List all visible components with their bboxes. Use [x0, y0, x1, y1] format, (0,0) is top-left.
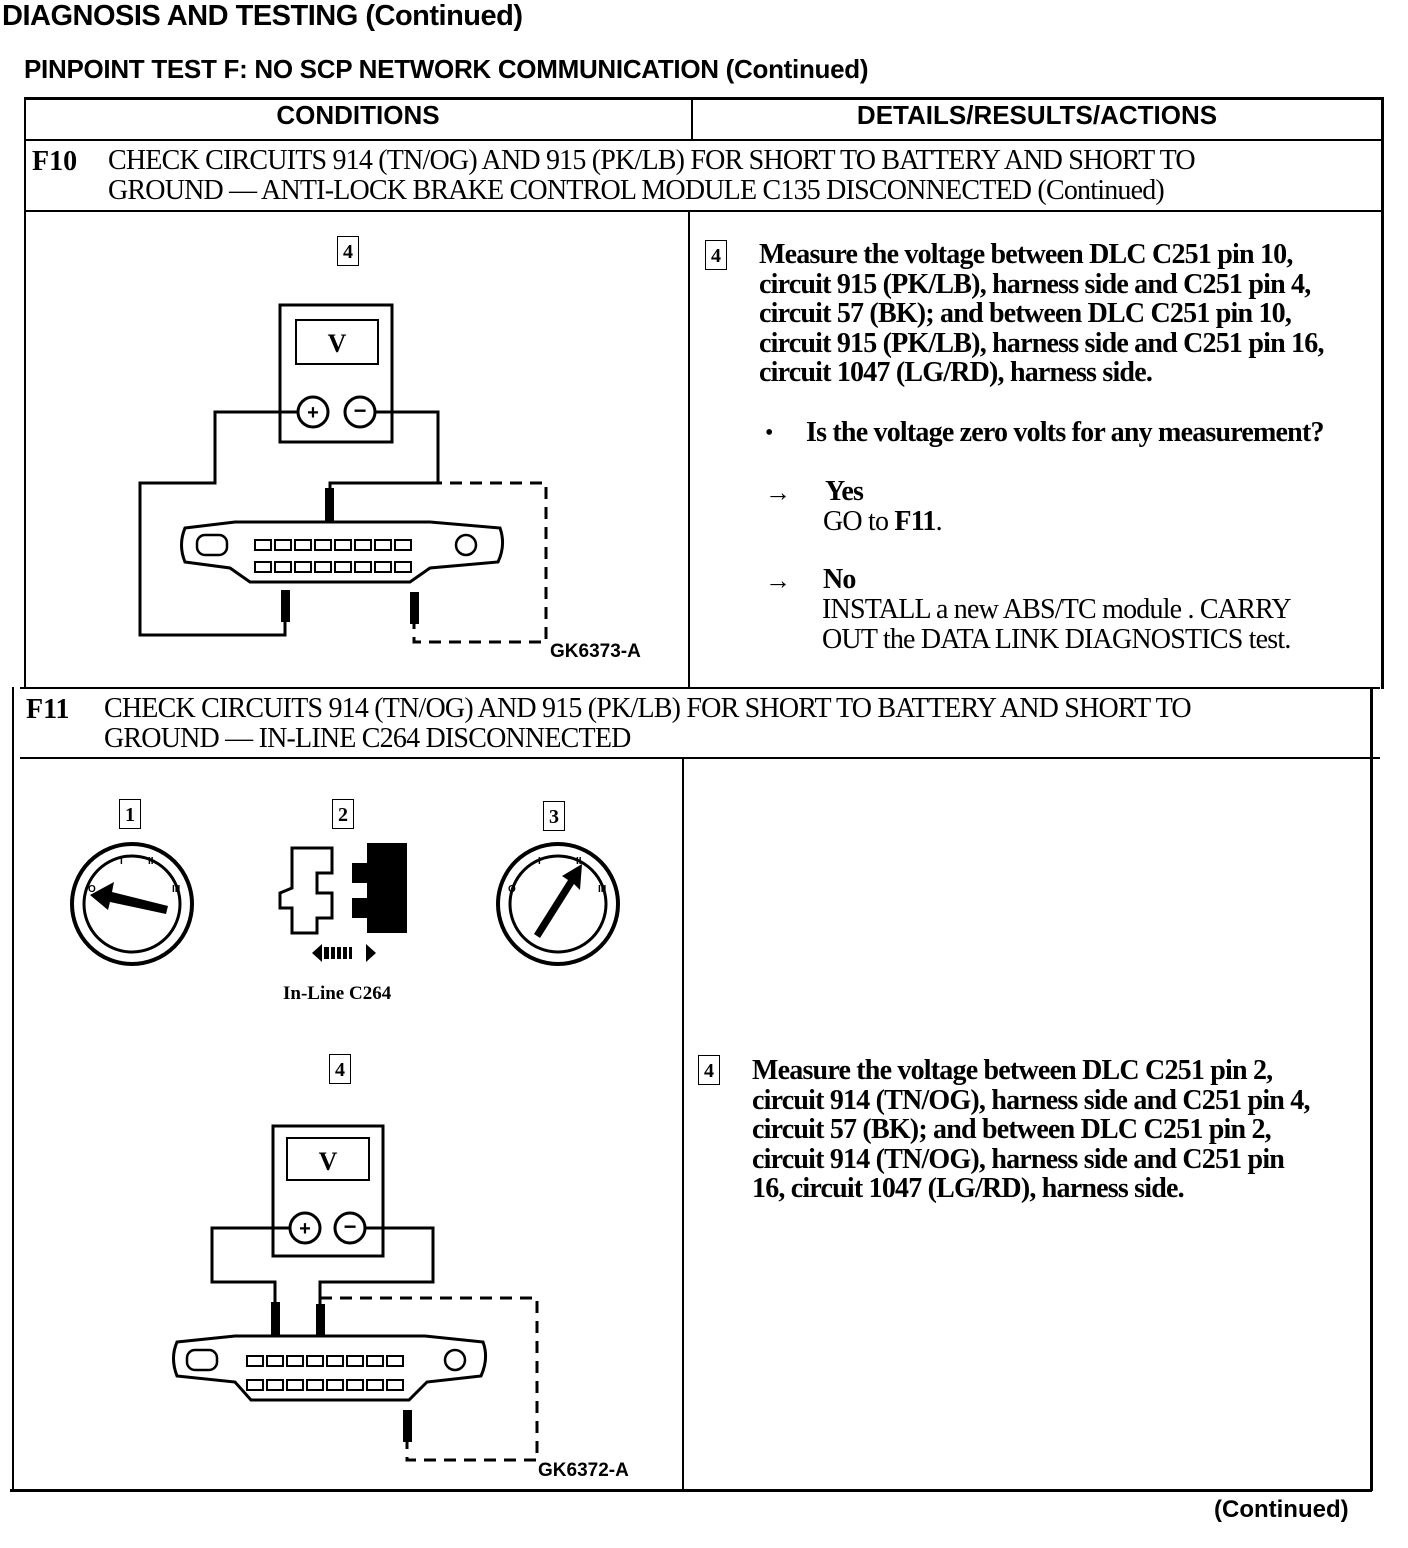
column-divider-f11 [682, 757, 684, 1491]
column-divider-f10 [688, 210, 690, 689]
f10-instruction: Measure the voltage between DLC C251 pin… [759, 240, 1324, 388]
voltmeter-display-label: V [328, 329, 347, 358]
f10-figure-step-number: 4 [337, 236, 359, 266]
jumper-dashed-lead [330, 481, 548, 644]
f11-detail-step-number: 4 [698, 1055, 720, 1085]
f11-figure-step-1: 1 [119, 799, 141, 829]
svg-text:I: I [538, 856, 541, 867]
f11-instruction-line: circuit 914 (TN/OG), harness side and C2… [752, 1143, 1285, 1175]
svg-text:O: O [88, 884, 96, 895]
f10-instruction-line: circuit 915 (PK/LB), harness side and C2… [759, 268, 1311, 300]
f11-instruction-line: circuit 914 (TN/OG), harness side and C2… [752, 1084, 1310, 1116]
f10-no-label: No [823, 564, 856, 595]
f10-heading-line1: CHECK CIRCUITS 914 (TN/OG) AND 915 (PK/L… [108, 145, 1196, 176]
f10-instruction-line: circuit 915 (PK/LB), harness side and C2… [759, 327, 1324, 359]
f11-top-divider [20, 687, 1380, 689]
ignition-switch-off-icon: O I II III [70, 842, 194, 966]
continued-footer: (Continued) [1214, 1496, 1349, 1523]
f11-voltmeter-diagram: V + − [172, 1124, 539, 1462]
f10-no-action-line: OUT the DATA LINK DIAGNOSTICS test. [822, 623, 1291, 655]
table-right-border [1381, 97, 1384, 689]
table-right-border-lower [1370, 687, 1373, 1491]
probe-bottom-right [410, 592, 419, 624]
probe-top [325, 488, 334, 522]
probe-bottom [403, 1410, 412, 1442]
f11-instruction-line: Measure the voltage between DLC C251 pin… [752, 1055, 1273, 1086]
positive-lead [210, 1226, 290, 1308]
f10-figure-id: GK6373-A [550, 641, 641, 662]
table-header-divider [24, 139, 1384, 141]
positive-lead [138, 410, 298, 637]
f10-detail-step-number: 4 [705, 240, 727, 270]
f11-heading: CHECK CIRCUITS 914 (TN/OG) AND 915 (PK/L… [104, 693, 1192, 754]
f10-yes-action-prefix: GO to [823, 506, 895, 537]
bullet-icon: • [765, 420, 774, 446]
table-left-border-lower [12, 687, 14, 1491]
f10-yes-action-suffix: . [935, 506, 943, 537]
f11-instruction-line: circuit 57 (BK); and between DLC C251 pi… [752, 1114, 1272, 1145]
f11-instruction: Measure the voltage between DLC C251 pin… [752, 1056, 1310, 1204]
probe-bottom-left [281, 590, 290, 622]
f11-figure-id: GK6372-A [538, 1460, 629, 1481]
f11-figure-step-4: 4 [329, 1054, 351, 1084]
f10-instruction-line: circuit 1047 (LG/RD), harness side. [759, 357, 1153, 388]
dlc-connector-icon [172, 1334, 488, 1402]
f11-step-id: F11 [26, 694, 70, 725]
f10-step-id: F10 [32, 146, 78, 177]
column-header-conditions: CONDITIONS [276, 100, 440, 130]
f11-figure-step-2: 2 [332, 799, 354, 829]
f11-heading-line1: CHECK CIRCUITS 914 (TN/OG) AND 915 (PK/L… [104, 693, 1192, 724]
f11-heading-divider [20, 757, 1380, 759]
f10-heading-divider [24, 210, 1384, 212]
voltmeter-display [295, 319, 379, 365]
voltmeter-display-label: V [319, 1147, 338, 1176]
arrow-right-icon: → [765, 478, 791, 507]
page-title: DIAGNOSIS AND TESTING (Continued) [2, 0, 523, 32]
f10-no-action: INSTALL a new ABS/TC module . CARRY OUT … [822, 594, 1292, 655]
column-header-details: DETAILS/RESULTS/ACTIONS [856, 100, 1218, 130]
dlc-connector-icon [180, 520, 505, 584]
f10-instruction-line: circuit 57 (BK); and between DLC C251 pi… [759, 298, 1292, 329]
f11-figure-step-3: 3 [543, 801, 565, 831]
pinpoint-test-title: PINPOINT TEST F: NO SCP NETWORK COMMUNIC… [24, 54, 869, 84]
f10-voltmeter-diagram: V + − [138, 303, 548, 644]
f10-heading: CHECK CIRCUITS 914 (TN/OG) AND 915 (PK/L… [108, 145, 1196, 206]
table-bottom-border [10, 1489, 1372, 1492]
f10-yes-action-target: F11 [894, 506, 936, 537]
svg-text:O: O [508, 884, 516, 895]
f10-heading-line2: GROUND — ANTI-LOCK BRAKE CONTROL MODULE … [108, 175, 1165, 206]
arrow-right-icon: → [765, 566, 791, 595]
table-top-border [24, 97, 1384, 100]
f11-instruction-line: 16, circuit 1047 (LG/RD), harness side. [752, 1173, 1185, 1204]
svg-text:+: + [307, 402, 319, 424]
svg-text:−: − [344, 1214, 357, 1239]
f10-yes-action: GO to F11. [823, 506, 943, 537]
table-left-border [24, 97, 26, 689]
connector-disconnect-icon [278, 843, 407, 962]
probe-right [316, 1304, 325, 1338]
column-divider-header [691, 97, 693, 141]
svg-text:III: III [598, 884, 607, 895]
ignition-switch-on-icon: O I II III [496, 842, 620, 966]
f11-heading-line2: GROUND — IN-LINE C264 DISCONNECTED [104, 723, 631, 754]
svg-text:+: + [299, 1218, 311, 1240]
in-line-connector-label: In-Line C264 [283, 983, 392, 1004]
f10-question: Is the voltage zero volts for any measur… [806, 417, 1324, 448]
negative-lead [318, 1226, 435, 1310]
f10-no-action-line: INSTALL a new ABS/TC module . CARRY [822, 594, 1292, 625]
svg-text:−: − [354, 398, 367, 423]
f10-yes-label: Yes [825, 476, 864, 507]
voltmeter-display [286, 1137, 370, 1181]
probe-left [271, 1302, 280, 1338]
f10-instruction-line: Measure the voltage between DLC C251 pin… [759, 239, 1293, 270]
jumper-dashed-lead [320, 1296, 539, 1462]
svg-text:III: III [172, 884, 181, 895]
svg-text:II: II [148, 856, 154, 867]
svg-text:I: I [120, 856, 123, 867]
svg-text:II: II [576, 856, 582, 867]
